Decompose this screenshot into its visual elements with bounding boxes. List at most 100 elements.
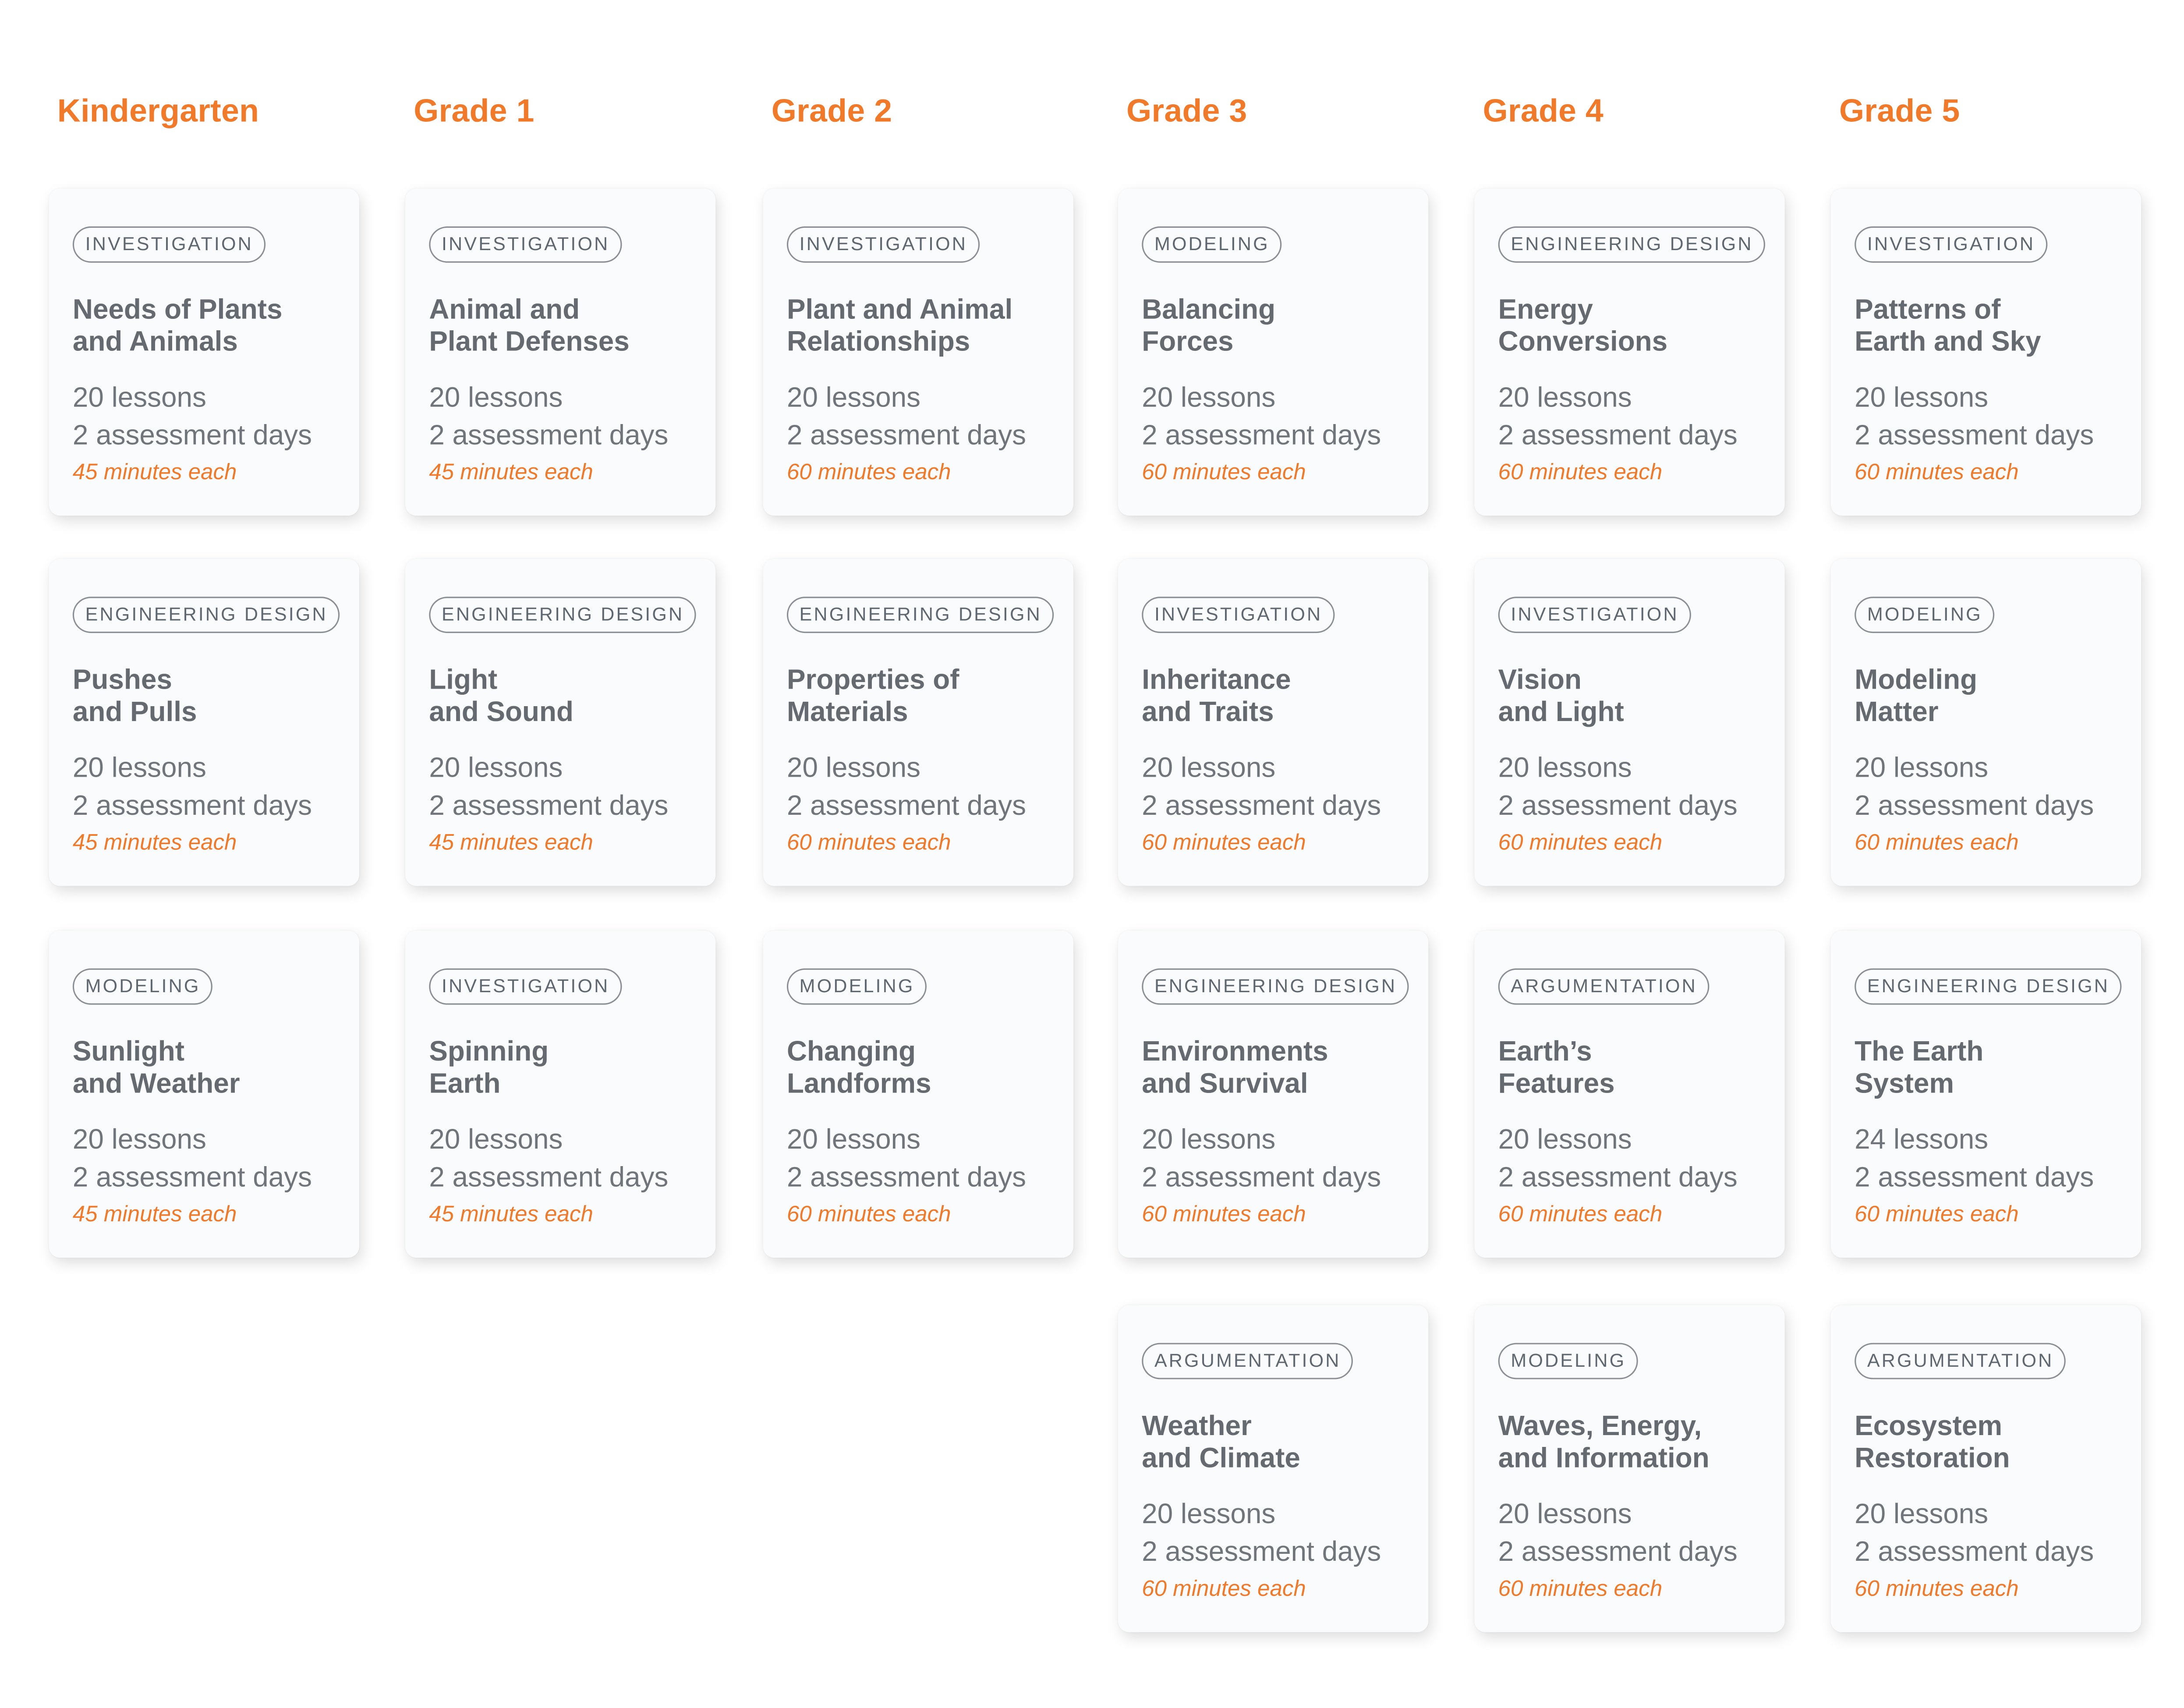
grade-heading: Grade 2	[771, 92, 892, 129]
practice-tag: ENGINEERING DESIGN	[786, 597, 1055, 633]
assessment-days: 2 assessment days	[786, 791, 1027, 822]
lesson-count: 20 lessons	[1855, 1499, 1989, 1531]
assessment-days: 2 assessment days	[1855, 1163, 2094, 1194]
lesson-count: 20 lessons	[786, 753, 921, 784]
practice-tag: INVESTIGATION	[72, 226, 266, 263]
lesson-duration: 60 minutes each	[1142, 1203, 1306, 1227]
lesson-duration: 45 minutes each	[72, 1203, 237, 1227]
practice-tag: INVESTIGATION	[786, 226, 980, 263]
assessment-days: 2 assessment days	[1142, 791, 1381, 822]
practice-tag: MODELING	[1142, 226, 1282, 263]
lesson-duration: 60 minutes each	[1855, 461, 2019, 485]
practice-tag: INVESTIGATION	[429, 968, 623, 1005]
practice-tag: INVESTIGATION	[1142, 597, 1335, 633]
lesson-duration: 60 minutes each	[1498, 1203, 1663, 1227]
unit-title: Waves, Energy,and Information	[1498, 1411, 1710, 1475]
assessment-days: 2 assessment days	[429, 1163, 669, 1194]
lesson-count: 20 lessons	[1142, 1499, 1276, 1531]
lesson-count: 20 lessons	[786, 383, 921, 414]
assessment-days: 2 assessment days	[786, 1163, 1027, 1194]
lesson-duration: 60 minutes each	[1142, 461, 1306, 485]
lesson-count: 20 lessons	[72, 383, 206, 414]
grade-heading: Grade 4	[1483, 92, 1604, 129]
lesson-duration: 60 minutes each	[1855, 831, 2019, 856]
grade-heading: Kindergarten	[57, 92, 259, 129]
grade-heading: Grade 3	[1126, 92, 1247, 129]
lesson-count: 20 lessons	[1498, 753, 1632, 784]
assessment-days: 2 assessment days	[72, 421, 312, 452]
lesson-count: 20 lessons	[429, 383, 563, 414]
lesson-count: 20 lessons	[1498, 1499, 1632, 1531]
assessment-days: 2 assessment days	[1498, 1163, 1738, 1194]
lesson-duration: 60 minutes each	[786, 1203, 951, 1227]
assessment-days: 2 assessment days	[1498, 1537, 1738, 1568]
practice-tag: INVESTIGATION	[1855, 226, 2048, 263]
assessment-days: 2 assessment days	[1142, 1163, 1381, 1194]
lesson-count: 20 lessons	[1498, 383, 1632, 414]
lesson-count: 20 lessons	[429, 1125, 563, 1156]
assessment-days: 2 assessment days	[786, 421, 1027, 452]
practice-tag: MODELING	[1855, 597, 1995, 633]
practice-tag: ENGINEERING DESIGN	[1498, 226, 1766, 263]
practice-tag: ENGINEERING DESIGN	[1142, 968, 1409, 1005]
lesson-count: 20 lessons	[1855, 753, 1989, 784]
assessment-days: 2 assessment days	[429, 791, 669, 822]
assessment-days: 2 assessment days	[1855, 791, 2094, 822]
assessment-days: 2 assessment days	[1142, 421, 1381, 452]
practice-tag: ENGINEERING DESIGN	[72, 597, 340, 633]
assessment-days: 2 assessment days	[72, 1163, 312, 1194]
lesson-duration: 45 minutes each	[72, 831, 237, 856]
assessment-days: 2 assessment days	[429, 421, 669, 452]
practice-tag: ENGINEERING DESIGN	[429, 597, 697, 633]
assessment-days: 2 assessment days	[1498, 421, 1738, 452]
lesson-duration: 60 minutes each	[786, 461, 951, 485]
lesson-count: 20 lessons	[72, 1125, 206, 1156]
assessment-days: 2 assessment days	[1142, 1537, 1381, 1568]
practice-tag: INVESTIGATION	[1498, 597, 1692, 633]
lesson-count: 20 lessons	[72, 753, 206, 784]
lesson-duration: 60 minutes each	[1498, 1577, 1663, 1602]
lesson-duration: 45 minutes each	[72, 461, 237, 485]
lesson-count: 20 lessons	[429, 753, 563, 784]
lesson-count: 20 lessons	[1142, 383, 1276, 414]
lesson-duration: 60 minutes each	[1498, 461, 1663, 485]
lesson-count: 20 lessons	[1855, 383, 1989, 414]
lesson-duration: 60 minutes each	[1855, 1577, 2019, 1602]
lesson-duration: 60 minutes each	[1142, 831, 1306, 856]
assessment-days: 2 assessment days	[1498, 791, 1738, 822]
unit-card[interactable]: MODELING Waves, Energy,and Information 2…	[1474, 1305, 1785, 1632]
